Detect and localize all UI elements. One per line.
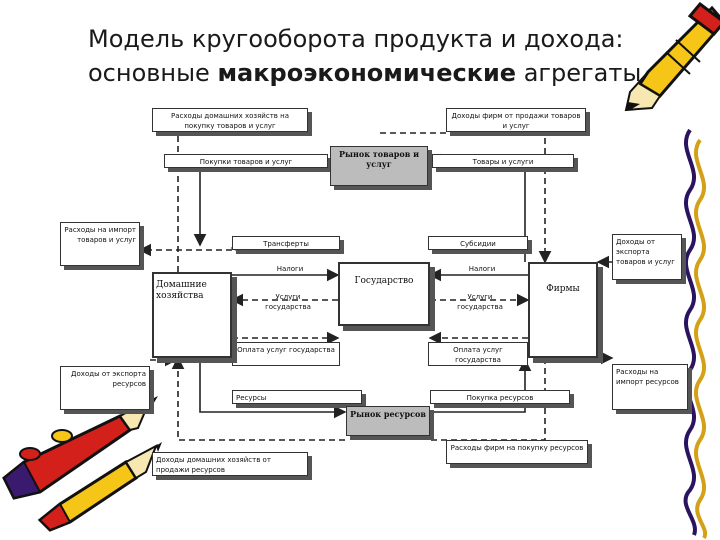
flow-taxes-left: Налоги xyxy=(276,265,304,273)
flow-pay-gov-right: Оплата услуг государства xyxy=(428,342,528,366)
flow-hh-income-resources: Доходы домашних хозяйств от продажи ресу… xyxy=(152,452,308,476)
flow-firm-revenue-line xyxy=(380,132,552,264)
title-line-1: Модель кругооборота продукта и дохода: xyxy=(88,25,624,53)
flow-taxes-right: Налоги xyxy=(468,265,496,273)
flow-gov-services-left: Услуги государства xyxy=(265,293,311,311)
external-import-resources-spending: Расходы на импорт ресурсов xyxy=(612,364,688,410)
flow-firm-revenue-sales: Доходы фирм от продажи товаров и услуг xyxy=(446,108,586,132)
flow-pay-gov-left: Оплата услуг государства xyxy=(232,342,340,366)
external-export-goods-income: Доходы от экспорта товаров и услуг xyxy=(612,234,682,280)
title-line-2-prefix: основные xyxy=(88,59,218,87)
external-export-resources-income: Доходы от экспорта ресурсов xyxy=(60,366,150,410)
flow-hh-spending-goods: Расходы домашних хозяйств на покупку тов… xyxy=(152,108,308,132)
flow-resource-purchase-line xyxy=(430,358,532,413)
slide-title: Модель кругооборота продукта и дохода: о… xyxy=(88,22,668,90)
flow-subsidies: Субсидии xyxy=(428,236,528,250)
flow-purchases-line xyxy=(193,159,330,247)
flow-goods-services: Товары и услуги xyxy=(432,154,574,168)
flow-resource-purchase: Покупка ресурсов xyxy=(430,390,570,404)
external-import-goods-spending: Расходы на импорт товаров и услуг xyxy=(60,222,140,266)
node-government: Государство xyxy=(338,262,430,326)
pencil-top-right-icon xyxy=(624,1,720,112)
flow-firm-spending-resources: Расходы фирм на покупку ресурсов xyxy=(446,440,588,464)
title-line-2: основные макроэкономические агрегаты xyxy=(88,56,668,90)
node-households: Домашние хозяйства xyxy=(152,272,232,358)
title-line-2-bold: макроэкономические xyxy=(217,59,517,87)
node-goods-market: Рынок товаров и услуг xyxy=(330,146,428,186)
flow-purchases-goods: Покупки товаров и услуг xyxy=(164,154,328,168)
title-line-2-suffix: агрегаты xyxy=(516,59,642,87)
flow-resources: Ресурсы xyxy=(232,390,362,404)
node-firms: Фирмы xyxy=(528,262,598,358)
node-resource-market: Рынок ресурсов xyxy=(346,406,430,436)
flow-gov-services-right: Услуги государства xyxy=(457,293,503,311)
flow-resources-line xyxy=(199,356,347,419)
wavy-border-decoration xyxy=(683,128,708,540)
flow-hh-income-line xyxy=(171,356,345,441)
flow-transfers: Трансферты xyxy=(232,236,340,250)
